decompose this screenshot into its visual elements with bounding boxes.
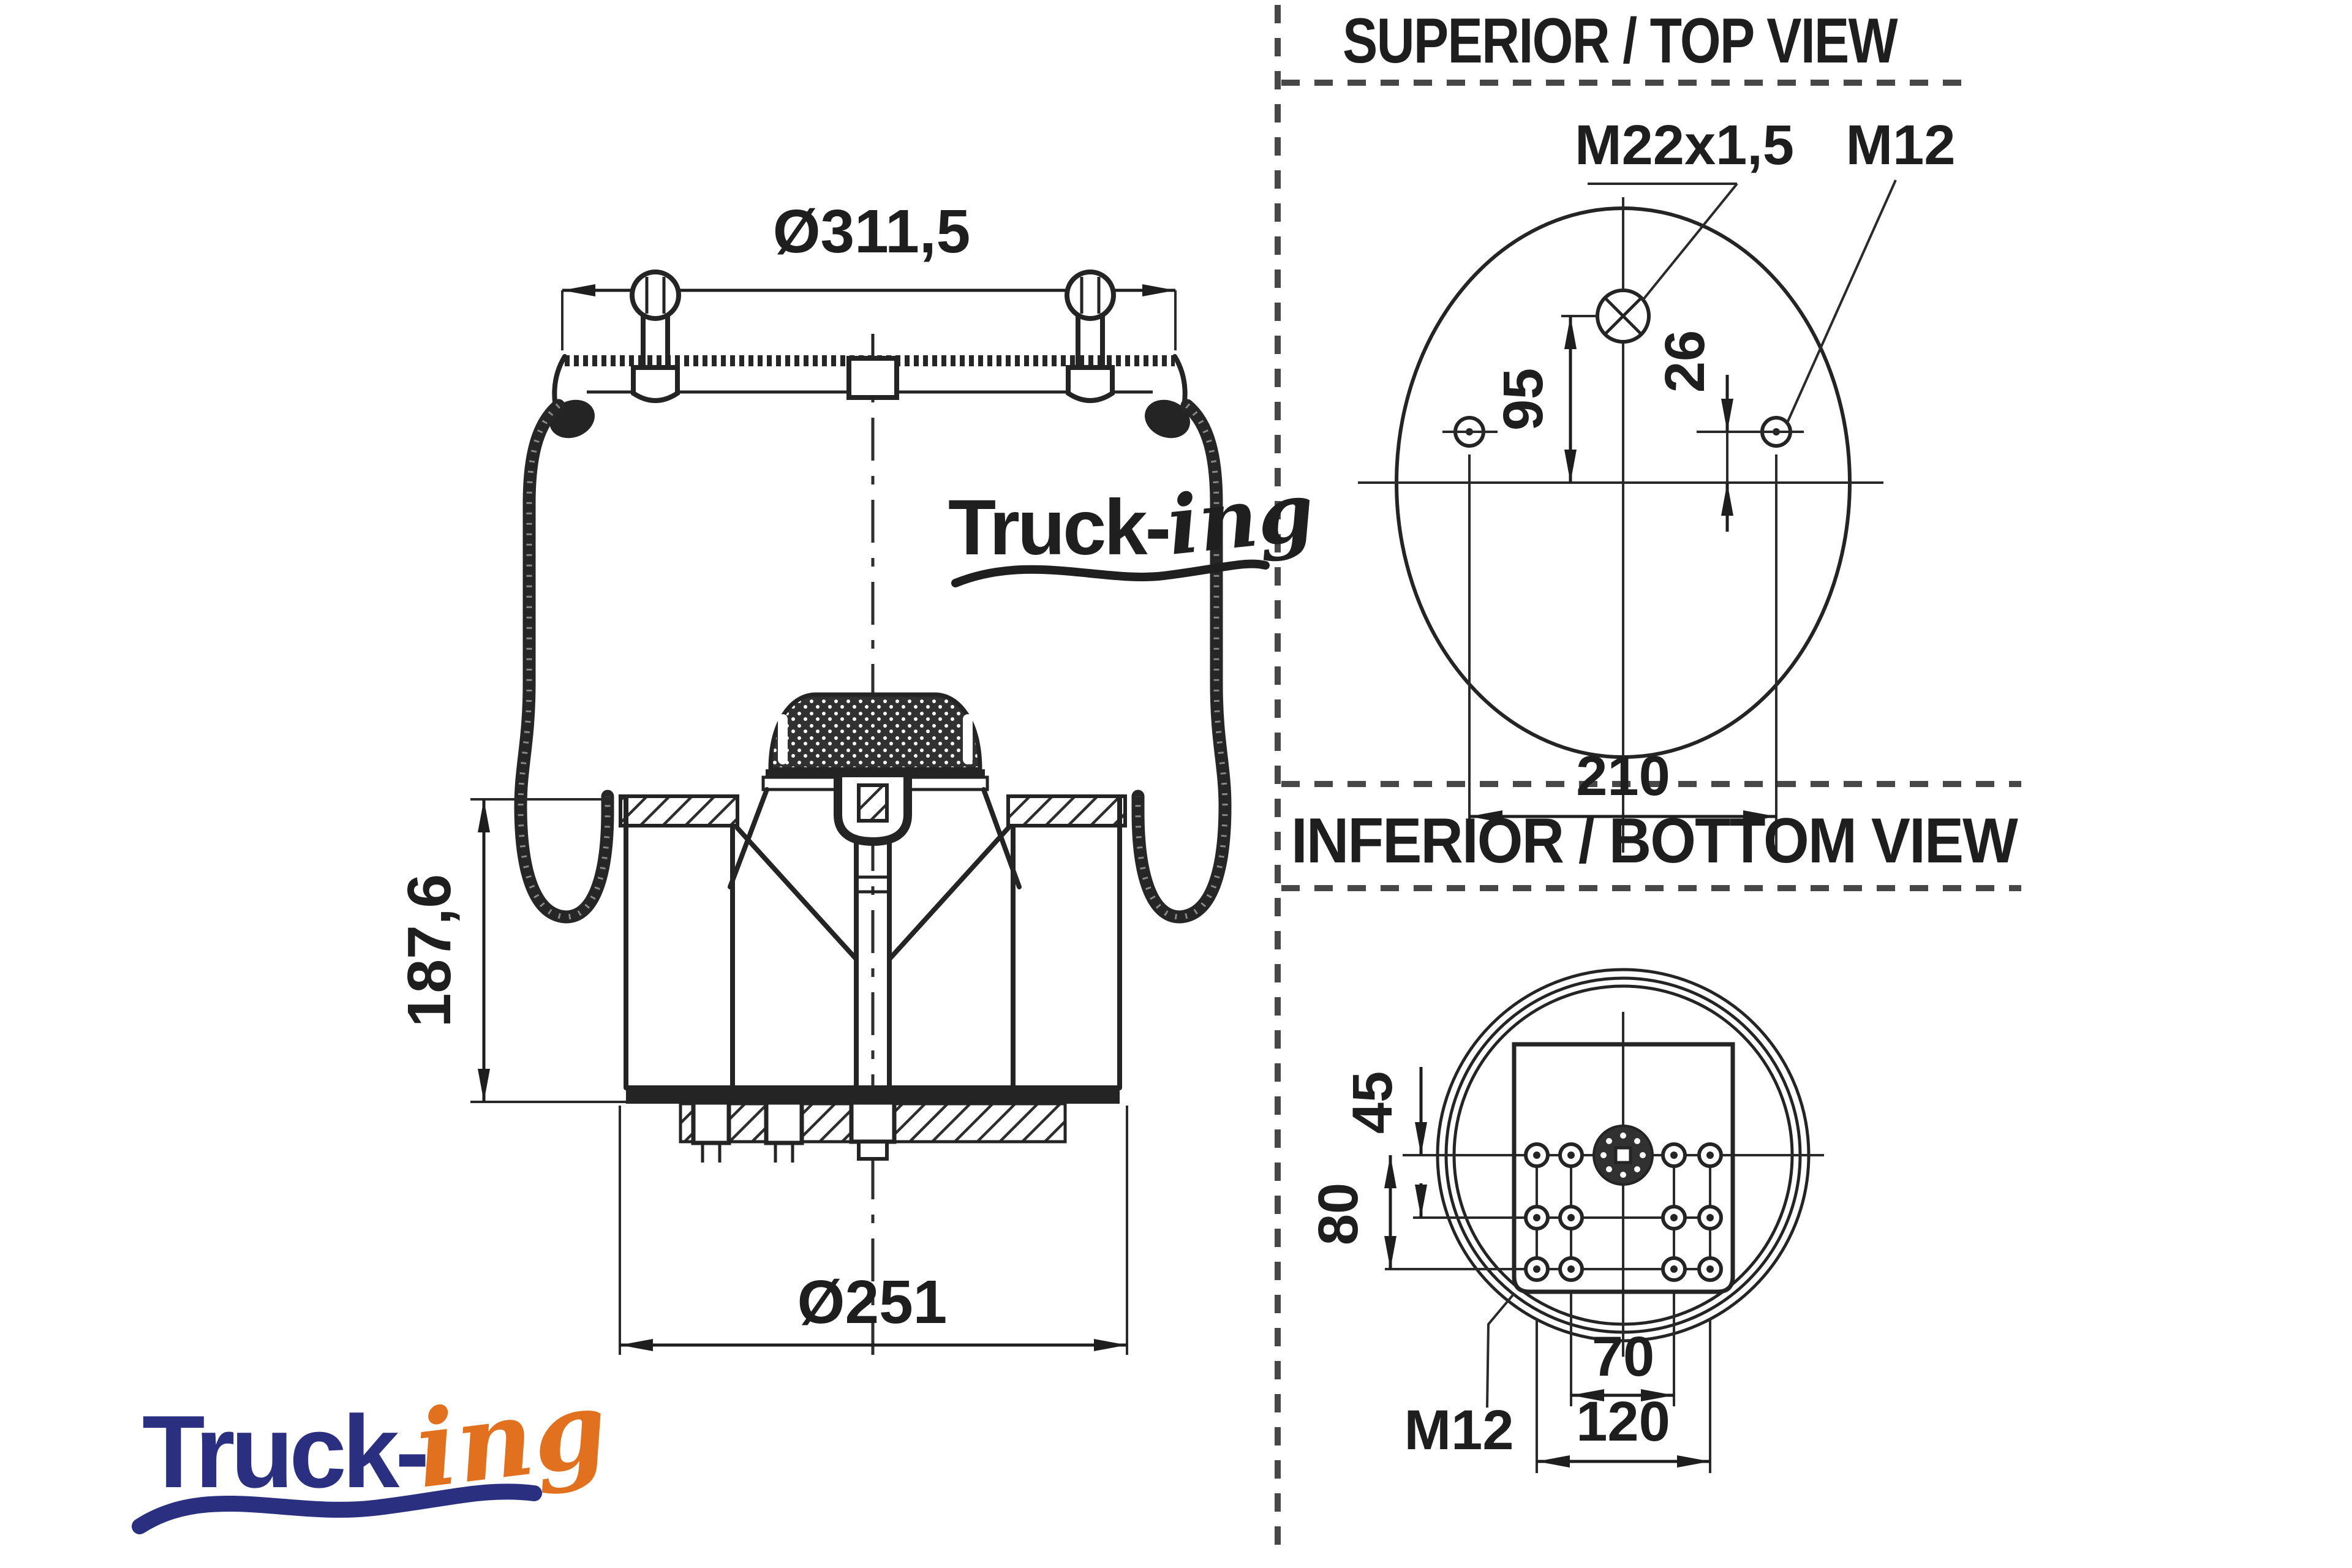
fitting-label-group: M22x1,5 — [1575, 114, 1794, 301]
top-view-stud-hole-left — [1442, 416, 1498, 448]
dimension-95: 95 — [1492, 316, 1577, 483]
bottom-view-title: INFERIOR / BOTTOM VIEW — [1291, 805, 2019, 876]
bumper-right-notch — [963, 714, 973, 764]
bottom-view: INFERIOR / BOTTOM VIEW — [1291, 805, 2020, 1473]
internal-bumper — [761, 692, 989, 846]
bumper-left-notch — [778, 714, 788, 764]
bumper-bolt-head — [857, 783, 889, 823]
bottom-bolt-grid — [1385, 1142, 1723, 1282]
stud-label-top: M12 — [1846, 114, 1956, 176]
top-view: SUPERIOR / TOP VIEW M22x1,5 — [1343, 6, 1955, 853]
bellows-left-wall — [514, 399, 614, 924]
dim-label-120: 120 — [1576, 1390, 1670, 1453]
center-bolt — [1593, 1125, 1654, 1186]
stud-label-leader — [1486, 1292, 1515, 1408]
stud-holes — [1524, 1142, 1723, 1282]
dimension-120: 120 — [1536, 1318, 1711, 1473]
bottom-stud-2 — [764, 1100, 804, 1145]
center-rod-nut — [849, 1100, 897, 1144]
stud-label-bottom: M12 — [1404, 1399, 1514, 1461]
stud-hole-centers — [1533, 1152, 1714, 1273]
stud-flange — [631, 365, 680, 403]
bellows-right-bead — [1145, 399, 1190, 439]
piston — [619, 787, 1127, 1163]
top-plate-right-curl — [1172, 354, 1188, 404]
center-rod-end — [857, 1140, 889, 1161]
dimension-26: 26 — [1654, 330, 1733, 532]
bumper-dome — [768, 692, 982, 772]
dimension-70: 70 — [1570, 1294, 1675, 1406]
brand-text-bold: Truck- — [142, 1394, 426, 1509]
watermark-text-script: ing — [1163, 464, 1318, 574]
bottom-stud-1 — [691, 1100, 731, 1145]
fitting-label: M22x1,5 — [1575, 114, 1794, 176]
watermark-text-bold: Truck- — [948, 484, 1169, 571]
stud-flange — [1066, 365, 1115, 403]
dimension-45: 45 — [1341, 1067, 1427, 1218]
watermark-swoosh — [951, 559, 1270, 587]
dim-label-210: 210 — [1576, 745, 1670, 807]
dim-label-45: 45 — [1341, 1071, 1404, 1134]
brand-swoosh — [132, 1483, 542, 1534]
dimension-80: 80 — [1307, 1155, 1396, 1269]
center-bolt-square-hole — [1614, 1146, 1632, 1164]
brand-logo: Truck- ing — [132, 1365, 613, 1534]
top-plate-left-curl — [552, 354, 567, 404]
dim-label-bottom-diameter: Ø251 — [797, 1268, 948, 1336]
dimension-height: 187,6 — [395, 798, 631, 1103]
bellows-right-wall — [1131, 399, 1232, 924]
piston-right-lip — [1006, 794, 1127, 827]
air-inlet-boss — [846, 356, 899, 400]
stud-label-group-top: M12 — [1786, 114, 1956, 423]
bellows — [514, 399, 1232, 924]
top-stud-left — [630, 270, 681, 403]
top-stud-right — [1065, 270, 1116, 403]
dimension-210: 210 — [1468, 454, 1777, 853]
dim-label-top-diameter: Ø311,5 — [773, 197, 971, 266]
dim-label-26: 26 — [1654, 330, 1716, 393]
dimension-bottom-diameter: Ø251 — [619, 1106, 1128, 1355]
stud-label-group-bottom: M12 — [1404, 1292, 1515, 1461]
dim-label-95: 95 — [1492, 368, 1555, 431]
bumper-base-band — [766, 769, 985, 777]
dim-label-70: 70 — [1592, 1325, 1654, 1388]
watermark-logo: Truck- ing — [948, 464, 1318, 587]
panel-separators — [1275, 5, 2021, 1559]
top-view-stud-hole-right — [1697, 416, 1804, 448]
main-section-view: Ø311,5 — [395, 197, 1318, 1355]
top-view-title: SUPERIOR / TOP VIEW — [1343, 6, 1898, 77]
dim-label-height: 187,6 — [395, 874, 464, 1027]
piston-left-lip — [619, 794, 739, 827]
bottom-mounting-plate — [1512, 1042, 1735, 1294]
dim-label-80: 80 — [1307, 1183, 1370, 1245]
